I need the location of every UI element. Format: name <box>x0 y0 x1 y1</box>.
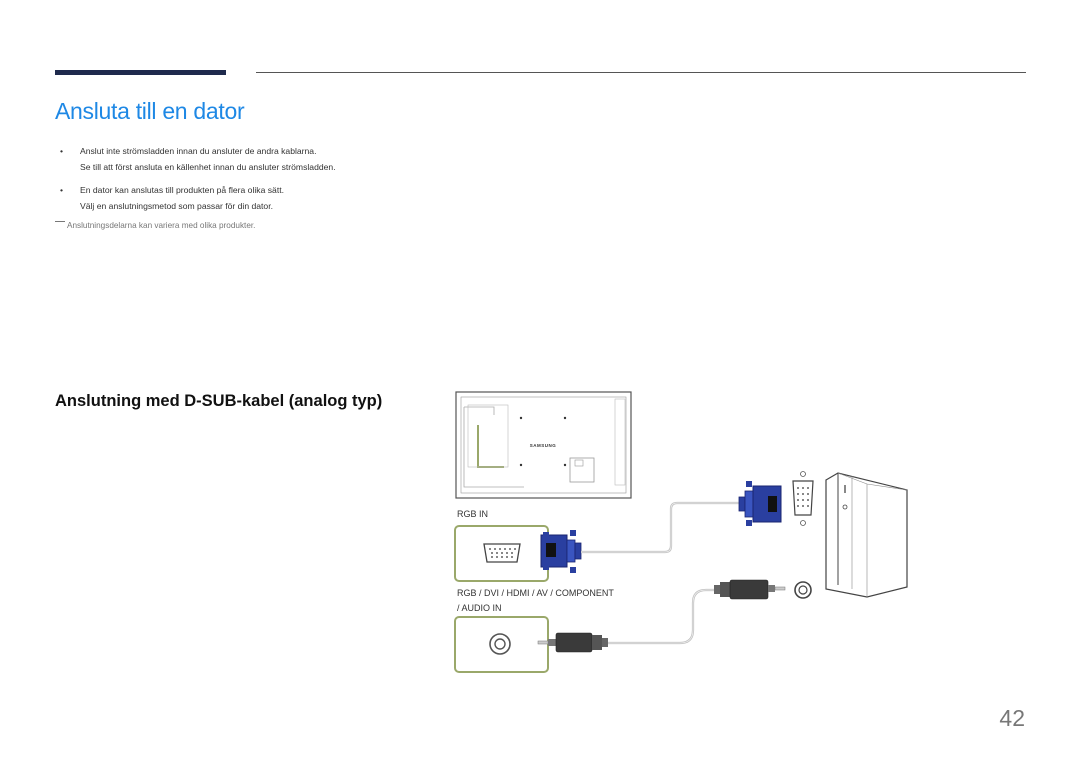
vga-connector-pc <box>738 481 782 526</box>
bullet-item: • Anslut inte strömsladden innan du ansl… <box>59 143 336 175</box>
bullet-item: • En dator kan anslutas till produkten p… <box>59 182 336 214</box>
pc-tower-illustration <box>825 472 908 598</box>
rgb-port-frame <box>454 525 549 582</box>
vga-connector-monitor <box>540 530 582 573</box>
bullet-dot: • <box>60 146 64 156</box>
bullet-text: Se till att först ansluta en källenhet i… <box>80 162 336 172</box>
header-rule <box>256 72 1026 73</box>
page-number: 42 <box>999 705 1025 731</box>
bullet-dot: • <box>60 185 64 195</box>
bullet-text: En dator kan anslutas till produkten på … <box>80 185 284 195</box>
pc-audio-jack <box>794 581 812 599</box>
audio-plug-monitor <box>537 632 608 653</box>
header-rule-accent <box>55 70 226 75</box>
audio-port-frame <box>454 616 549 673</box>
bullet-text: Välj en anslutningsmetod som passar för … <box>80 201 273 211</box>
connection-diagram: SAMSUNG RGB IN <box>454 391 908 673</box>
audio-plug-pc <box>714 579 786 600</box>
rgb-in-label: RGB IN <box>457 509 488 519</box>
pc-vga-port <box>792 471 814 526</box>
audio-in-label-line1: RGB / DVI / HDMI / AV / COMPONENT <box>457 588 614 598</box>
page-title: Ansluta till en dator <box>55 98 245 124</box>
note-dash-icon <box>55 221 65 222</box>
bullet-text: Anslut inte strömsladden innan du anslut… <box>80 146 317 156</box>
bullet-list: • Anslut inte strömsladden innan du ansl… <box>59 143 336 221</box>
brand-logo-text: SAMSUNG <box>530 443 557 448</box>
audio-in-label-line2: / AUDIO IN <box>457 603 502 613</box>
note: Anslutningsdelarna kan variera med olika… <box>55 220 255 232</box>
section-title: Anslutning med D-SUB-kabel (analog typ) <box>55 392 383 410</box>
note-text: Anslutningsdelarna kan variera med olika… <box>67 221 256 230</box>
monitor-back-illustration: SAMSUNG <box>455 391 632 499</box>
